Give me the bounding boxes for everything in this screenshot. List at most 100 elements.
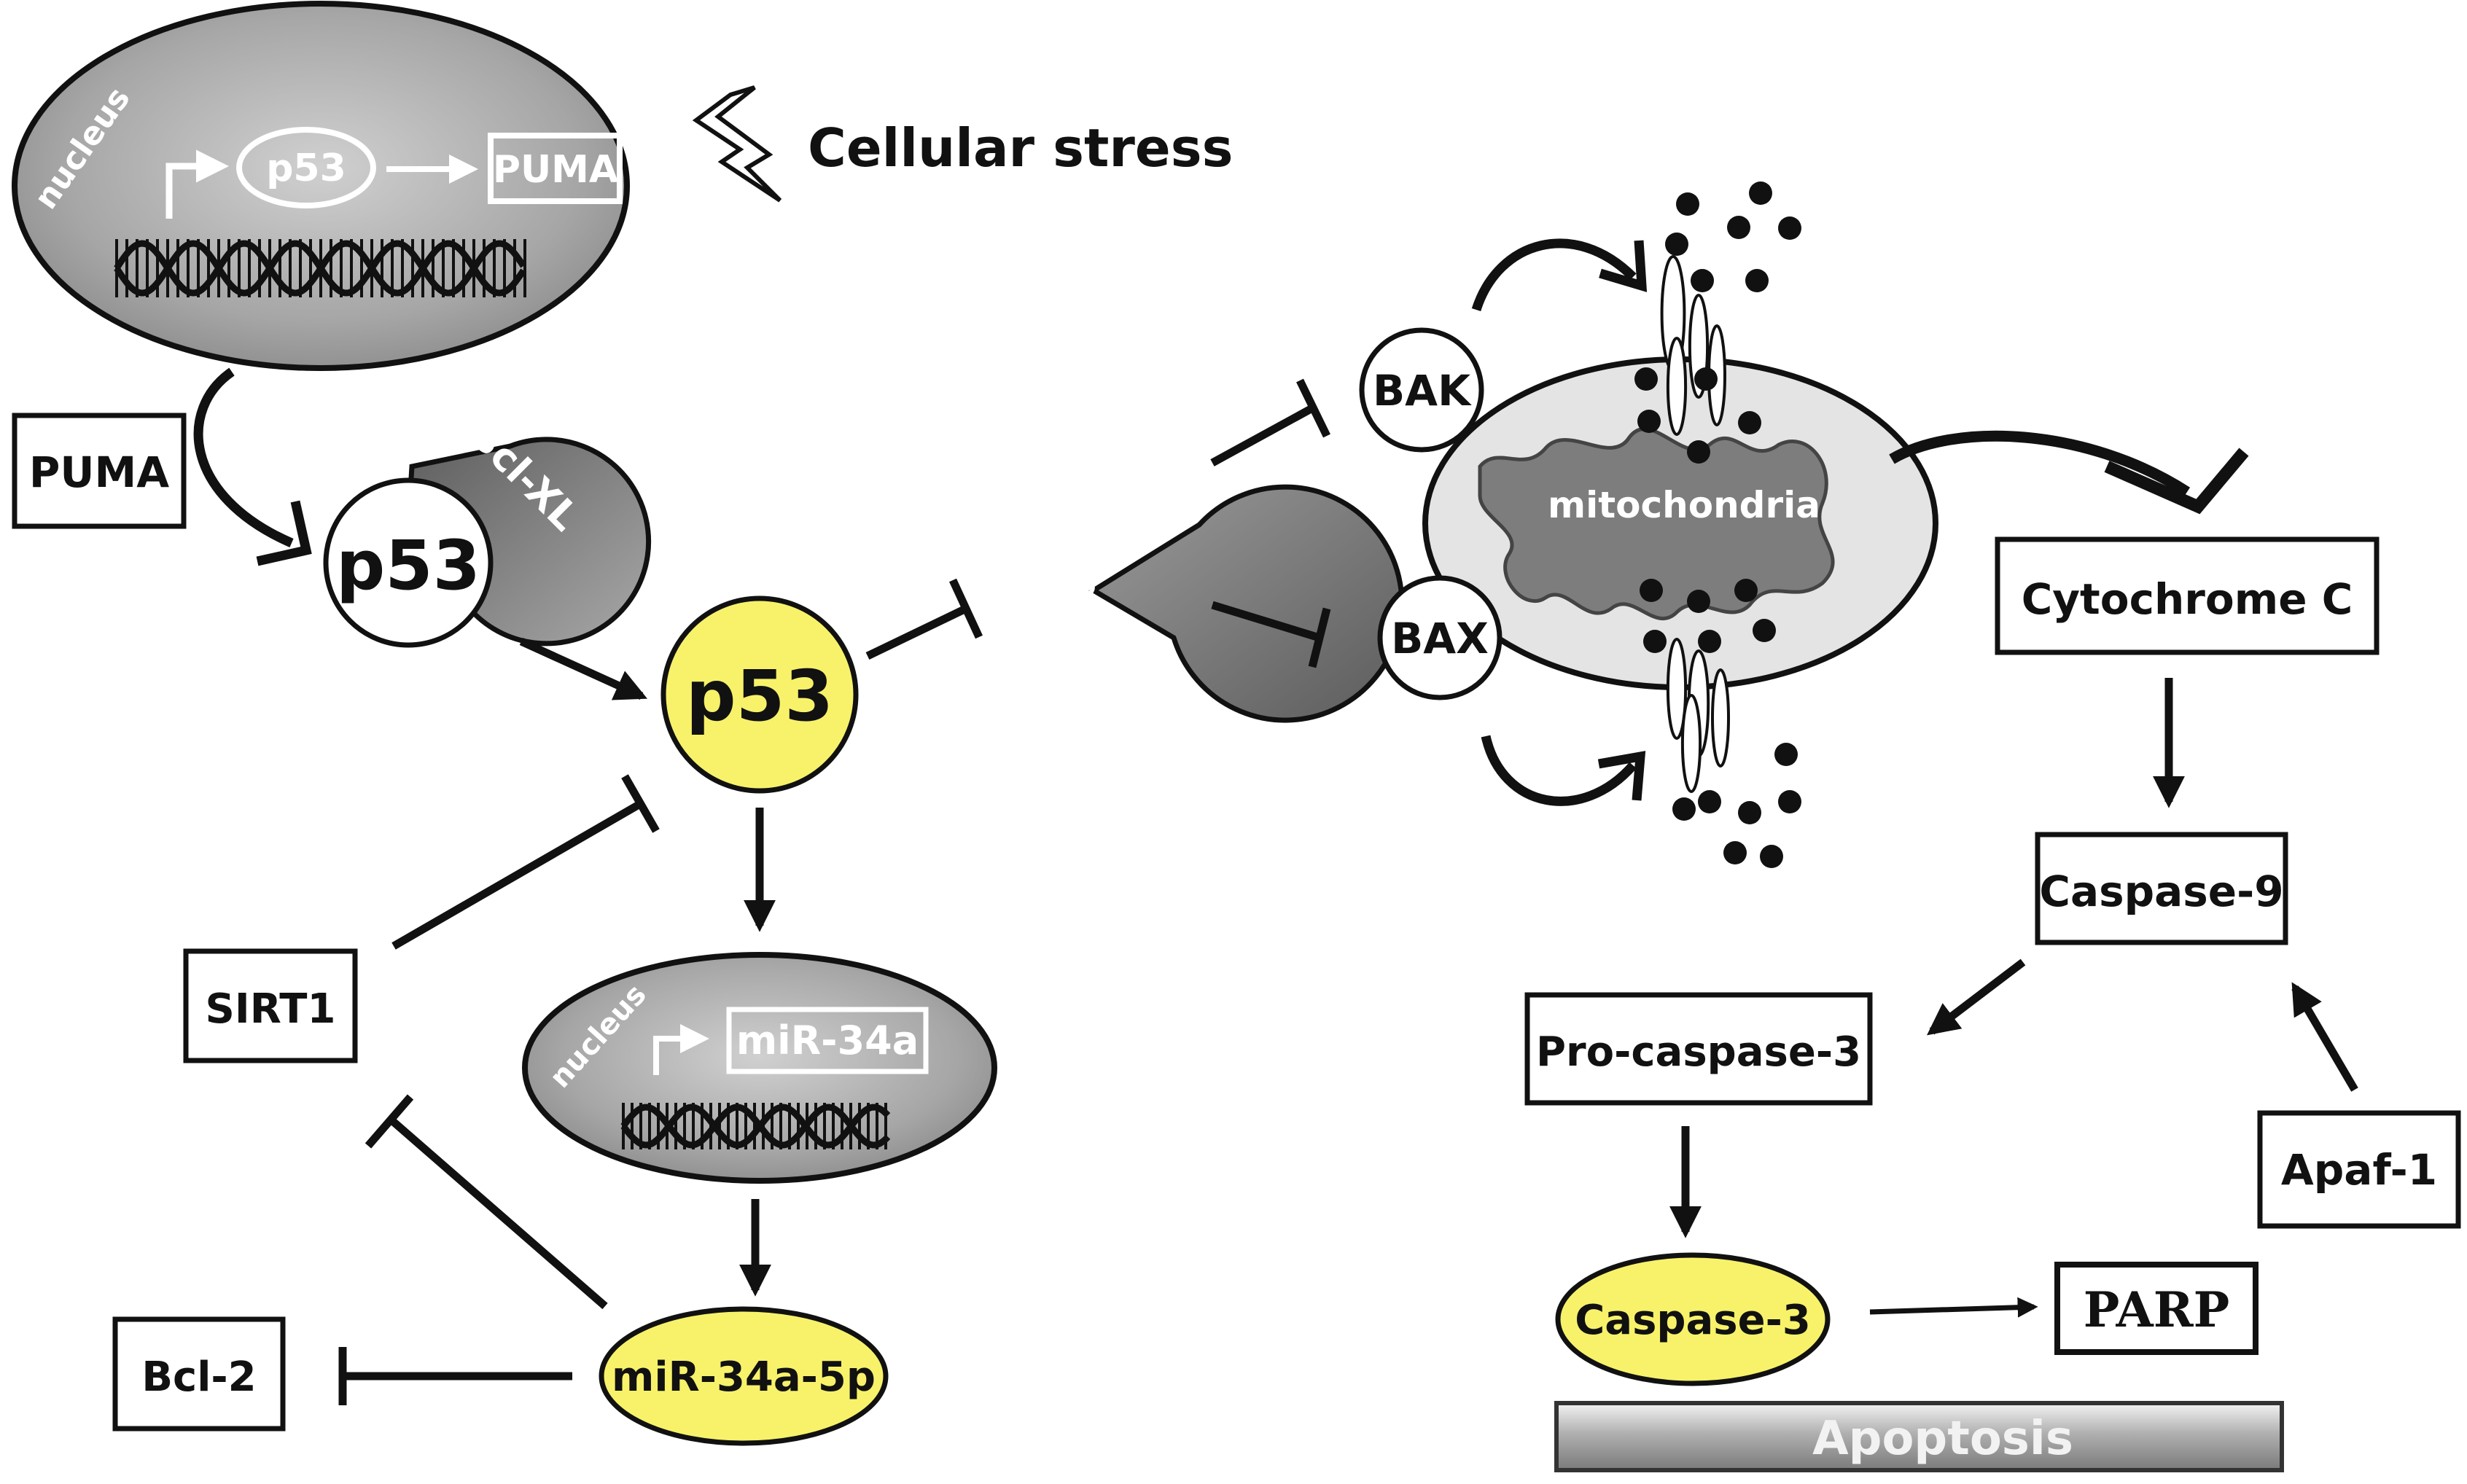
cytochrome-dot (1727, 216, 1750, 239)
pore-channel (1666, 638, 1688, 740)
p53-bound-circle (323, 477, 494, 648)
casp3-to-parp-arrow (1869, 1297, 2038, 1318)
cytochrome-dot (1753, 619, 1776, 642)
puma-box-label: PUMA (29, 448, 169, 497)
mir-inhibits-sirt1-line (387, 1115, 608, 1310)
sirt1-box (183, 948, 358, 1063)
parp-box (2054, 1262, 2259, 1355)
apaf1-label: Apaf-1 (2281, 1145, 2437, 1195)
cytochrome-dot (1723, 841, 1747, 864)
mir34a-5p-label: miR-34a-5p (612, 1354, 876, 1401)
dna-helix-bottom (620, 1103, 891, 1149)
cytochrome-dot (1738, 411, 1761, 434)
bax-node (1377, 575, 1503, 700)
cytochrome-dot (1745, 269, 1769, 292)
apaf1-box (2257, 1110, 2461, 1229)
complex-to-p53-arrow (519, 637, 648, 700)
promoter-arrow-bottom (653, 1024, 709, 1075)
nucleus-bottom: nucleus miR-34a (522, 952, 997, 1184)
cytochrome-dot (1676, 192, 1699, 216)
cytochrome-dot (1665, 233, 1688, 256)
lightning-bolt-icon (692, 85, 782, 203)
caspase9-box (2035, 832, 2288, 945)
dna-strand (620, 1104, 891, 1149)
p53-bclxl-complex: Bcl-XL p53 (323, 412, 652, 648)
p53-gene-oval (236, 127, 376, 208)
inhibit-bak-line (1210, 405, 1314, 466)
mir34a-5p-node (599, 1306, 889, 1446)
bax-release-arrow (1481, 735, 1637, 806)
cytochrome-dot (1672, 797, 1696, 821)
cytochrome-c-dots (1634, 181, 1801, 868)
bak-label: BAK (1373, 366, 1472, 415)
cytochrome-dot (1698, 630, 1721, 653)
bcl2-box (112, 1316, 286, 1432)
apaf1-to-casp9-arrow (2291, 982, 2358, 1092)
puma-gene-label: PUMA (493, 148, 618, 192)
cellular-stress-label: Cellular stress (808, 117, 1233, 179)
inhibit-bax-bar (1308, 607, 1331, 668)
bax-release-arrowhead (1597, 751, 1646, 801)
cytochrome-dot (1738, 801, 1761, 824)
casp9-to-procasp3-arrow (1926, 958, 2026, 1036)
cytochrome-dot (1687, 440, 1710, 464)
parp-label: PARP (2084, 1281, 2230, 1338)
pro-caspase3-label: Pro-caspase-3 (1536, 1028, 1861, 1076)
bcl2-label: Bcl-2 (141, 1354, 256, 1401)
p53-bound-label: p53 (336, 526, 480, 606)
mir-inhibits-sirt1-bar (365, 1094, 414, 1149)
cytochrome-dot (1749, 181, 1772, 205)
cytochrome-dot (1774, 743, 1798, 766)
caspase9-label: Caspase-9 (2039, 867, 2283, 916)
bclxl-bcl2-pacman (1088, 484, 1405, 723)
cytochrome-dot (1637, 410, 1661, 433)
bax-label: BAX (1391, 614, 1489, 663)
p53-center-node (660, 595, 859, 794)
cytochrome-dot (1760, 845, 1783, 868)
p53-inhibits-bclxl-line (865, 605, 968, 660)
mitochondrion: mitochondria (1422, 356, 1938, 690)
cytochrome-dot (1734, 579, 1758, 602)
dna-helix-top (114, 239, 526, 297)
pore-channel (1666, 337, 1688, 436)
cytochrome-dot (1640, 579, 1663, 602)
cytochrome-c-box (1995, 536, 2380, 655)
mito-to-cytc-arrowhead (2104, 448, 2249, 515)
apoptosis-label: Apoptosis (1812, 1412, 2073, 1466)
cytochrome-c-label: Cytochrome C (2022, 574, 2353, 624)
cytochrome-dot (1698, 790, 1721, 813)
caspase3-node (1555, 1252, 1831, 1386)
puma-box (12, 413, 187, 529)
mitochondrion-inner (1478, 427, 1835, 621)
cytochrome-dot (1694, 367, 1718, 391)
bak-release-arrowhead (1599, 240, 1648, 292)
cytochrome-dot (1643, 630, 1667, 653)
cytochrome-dot (1634, 367, 1658, 391)
nucleus-to-complex-arrow (193, 367, 294, 547)
promoter-arrow-top (165, 149, 229, 219)
sirt1-label: SIRT1 (206, 985, 336, 1033)
pro-caspase3-box (1524, 992, 1873, 1106)
bak-release-arrow (1471, 238, 1637, 311)
apoptosis-bar (1554, 1401, 2284, 1472)
cytochrome-dot (1778, 790, 1801, 813)
bak-node (1359, 327, 1484, 453)
cytochrome-dot (1687, 590, 1710, 613)
p53-inhibits-bclxl-bar (949, 578, 983, 639)
sirt1-inhibits-p53-line (391, 800, 642, 950)
nucleus-to-complex-arrowhead (256, 500, 312, 566)
p53-center-label: p53 (686, 655, 833, 737)
puma-gene-box (488, 133, 623, 204)
mitochondria-label: mitochondria (1548, 484, 1820, 526)
inhibit-bax-line (1211, 601, 1321, 642)
caspase3-label: Caspase-3 (1575, 1297, 1811, 1344)
cytochrome-dot (1691, 269, 1714, 292)
sirt1-inhibits-p53-bar (621, 774, 660, 833)
mir34a-gene-label: miR-34a (736, 1018, 919, 1063)
p53-gene-label: p53 (266, 147, 346, 190)
cytochrome-dot (1778, 216, 1801, 240)
mir34a-gene-box (726, 1007, 929, 1074)
pore-channel (1680, 694, 1702, 793)
dna-strand (114, 240, 526, 297)
